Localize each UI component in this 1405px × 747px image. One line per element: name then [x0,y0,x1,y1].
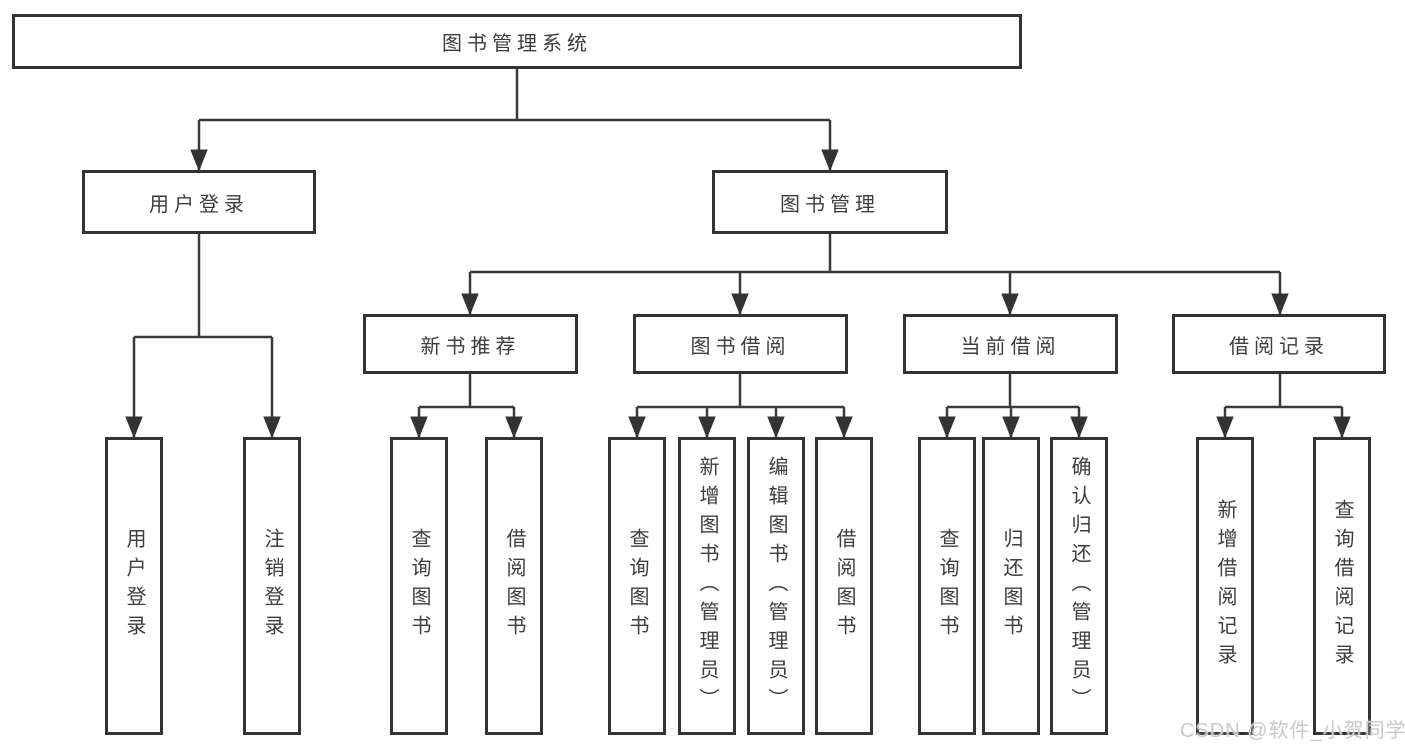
node-borrowing-records: 借阅记录 [1172,314,1386,374]
leaf-label: 用户登录 [123,528,145,644]
leaf-label: 查询图书 [936,528,958,644]
leaf-label: 注销登录 [261,528,283,644]
leaf-new-borrow-book: 借阅图书 [485,437,543,735]
leaf-borrow-query-book: 查询图书 [608,437,666,735]
node-user-login: 用户登录 [82,170,316,234]
node-label: 图书管理系统 [442,33,592,55]
leaf-label: 借阅图书 [833,528,855,644]
leaf-logout: 注销登录 [243,437,301,735]
leaf-label: 编辑图书（管理员） [765,455,787,717]
node-book-borrowing: 图书借阅 [633,314,848,374]
node-label: 用户登录 [149,193,249,216]
leaf-current-query-book: 查询图书 [918,437,976,735]
leaf-new-query-book: 查询图书 [390,437,448,735]
node-label: 当前借阅 [960,335,1061,358]
leaf-label: 新增图书（管理员） [696,455,718,717]
leaf-record-query-borrow-record: 查询借阅记录 [1313,437,1371,735]
csdn-watermark: CSDN @软件_小贺同学 [1180,720,1405,742]
leaf-label: 查询图书 [626,528,648,644]
node-label: 图书借阅 [690,335,791,358]
leaf-borrow-add-book-admin: 新增图书（管理员） [678,437,736,735]
leaf-record-add-borrow-record: 新增借阅记录 [1196,437,1254,735]
leaf-label: 归还图书 [1000,528,1022,644]
node-label: 图书管理 [780,193,880,216]
leaf-borrow-borrow-book: 借阅图书 [815,437,873,735]
leaf-label: 查询借阅记录 [1331,499,1353,673]
leaf-label: 新增借阅记录 [1214,499,1236,673]
leaf-current-return-book: 归还图书 [982,437,1040,735]
node-current-borrowing: 当前借阅 [903,314,1118,374]
node-new-book-recommend: 新书推荐 [363,314,578,374]
leaf-borrow-edit-book-admin: 编辑图书（管理员） [747,437,805,735]
leaf-label: 查询图书 [408,528,430,644]
leaf-user-login: 用户登录 [105,437,163,735]
node-book-management: 图书管理 [712,170,948,234]
leaf-label: 借阅图书 [503,528,525,644]
leaf-label: 确认归还（管理员） [1068,455,1090,717]
node-root-system: 图书管理系统 [12,14,1022,69]
node-label: 借阅记录 [1229,335,1329,358]
node-label: 新书推荐 [420,335,521,358]
leaf-current-confirm-return-admin: 确认归还（管理员） [1050,437,1108,735]
